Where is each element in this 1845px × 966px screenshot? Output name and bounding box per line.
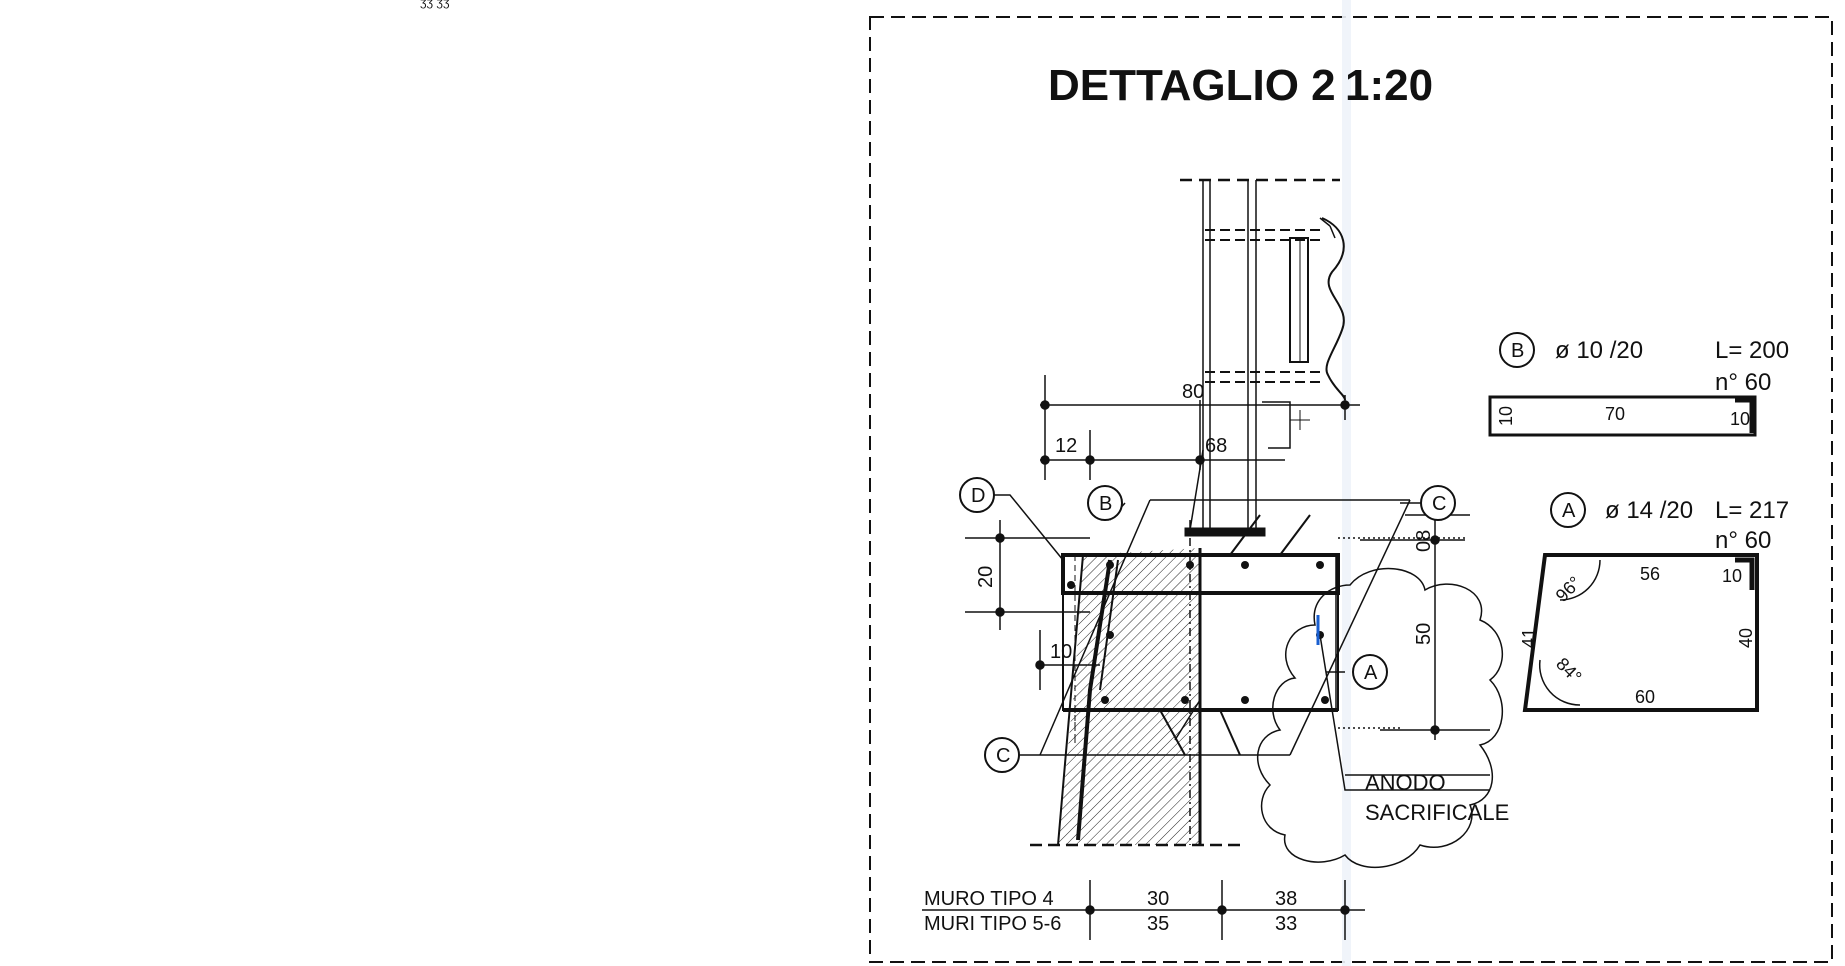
wall-section — [1030, 499, 1465, 847]
wall-type-table — [922, 880, 1365, 940]
bar-A-detail: A ø 14 /20 L= 217 n° 60 56 10 41 40 60 9… — [1519, 492, 1789, 712]
bar-A-count: n° 60 — [1715, 527, 1771, 554]
svg-text:C: C — [996, 745, 1010, 767]
bar-A-seg-hook: 10 — [1722, 566, 1742, 586]
anode-label-1: ANODO — [1365, 770, 1446, 795]
wall-row2-label: MURI TIPO 5-6 — [924, 913, 1061, 935]
dimension-lines — [965, 375, 1490, 740]
bar-A-length: L= 217 — [1715, 497, 1789, 524]
marker-B: B — [1087, 485, 1123, 521]
anode-label-2: SACRIFICALE — [1365, 800, 1509, 825]
dim-12: 12 — [1055, 435, 1077, 457]
marker-C-top: C — [1420, 485, 1456, 521]
bar-B-seg-mid: 70 — [1605, 404, 1625, 424]
wall-row2-v2: 33 — [1275, 913, 1297, 935]
bar-B-seg-left: 10 — [1496, 406, 1516, 426]
svg-text:B: B — [1099, 493, 1112, 515]
bar-B-length: L= 200 — [1715, 337, 1789, 364]
bar-A-angle-top: 96° — [1552, 572, 1585, 605]
detail-title: DETTAGLIO 2 — [1048, 61, 1336, 110]
wall-row1-v2: 38 — [1275, 888, 1297, 910]
marker-D: D — [959, 477, 995, 513]
dim-68: 68 — [1205, 435, 1227, 457]
bar-B-detail: B ø 10 /20 L= 200 n° 60 10 70 10 — [1488, 332, 1789, 437]
dim-50: 50 — [1413, 623, 1435, 645]
dim-20: 20 — [975, 566, 997, 588]
bar-B-seg-right: 10 — [1730, 409, 1750, 429]
revision-cloud — [1256, 567, 1504, 869]
svg-text:C: C — [1432, 493, 1446, 515]
top-left-marks: ʒʒ ʒʒ — [420, 0, 450, 9]
svg-text:B: B — [1511, 340, 1524, 362]
bar-A-seg-top: 56 — [1640, 564, 1660, 584]
wall-row1-label: MURO TIPO 4 — [924, 888, 1054, 910]
svg-text:D: D — [971, 485, 985, 507]
bar-A-spec: ø 14 /20 — [1605, 497, 1693, 524]
bar-A-seg-bottom: 60 — [1635, 687, 1655, 707]
sheet-frame — [869, 16, 1833, 963]
wall-row1-v1: 30 — [1147, 888, 1169, 910]
bar-A-seg-right: 40 — [1736, 628, 1756, 648]
dim-08: 08 — [1413, 530, 1435, 552]
bar-B-count: n° 60 — [1715, 369, 1771, 396]
svg-text:A: A — [1562, 500, 1576, 522]
dim-10: 10 — [1050, 641, 1072, 663]
bar-A-seg-left: 41 — [1519, 628, 1539, 648]
svg-text:A: A — [1364, 662, 1378, 684]
dim-80: 80 — [1182, 381, 1204, 403]
leader-lines — [991, 494, 1490, 791]
wall-row2-v1: 35 — [1147, 913, 1169, 935]
detail-scale: 1:20 — [1345, 61, 1433, 110]
bar-B-spec: ø 10 /20 — [1555, 337, 1643, 364]
guardrail-post — [1180, 178, 1346, 537]
fold-seam — [1342, 0, 1351, 966]
bar-A-angle-bottom: 84° — [1552, 654, 1585, 687]
marker-C-bottom: C — [984, 737, 1020, 773]
marker-A: A — [1352, 654, 1388, 690]
